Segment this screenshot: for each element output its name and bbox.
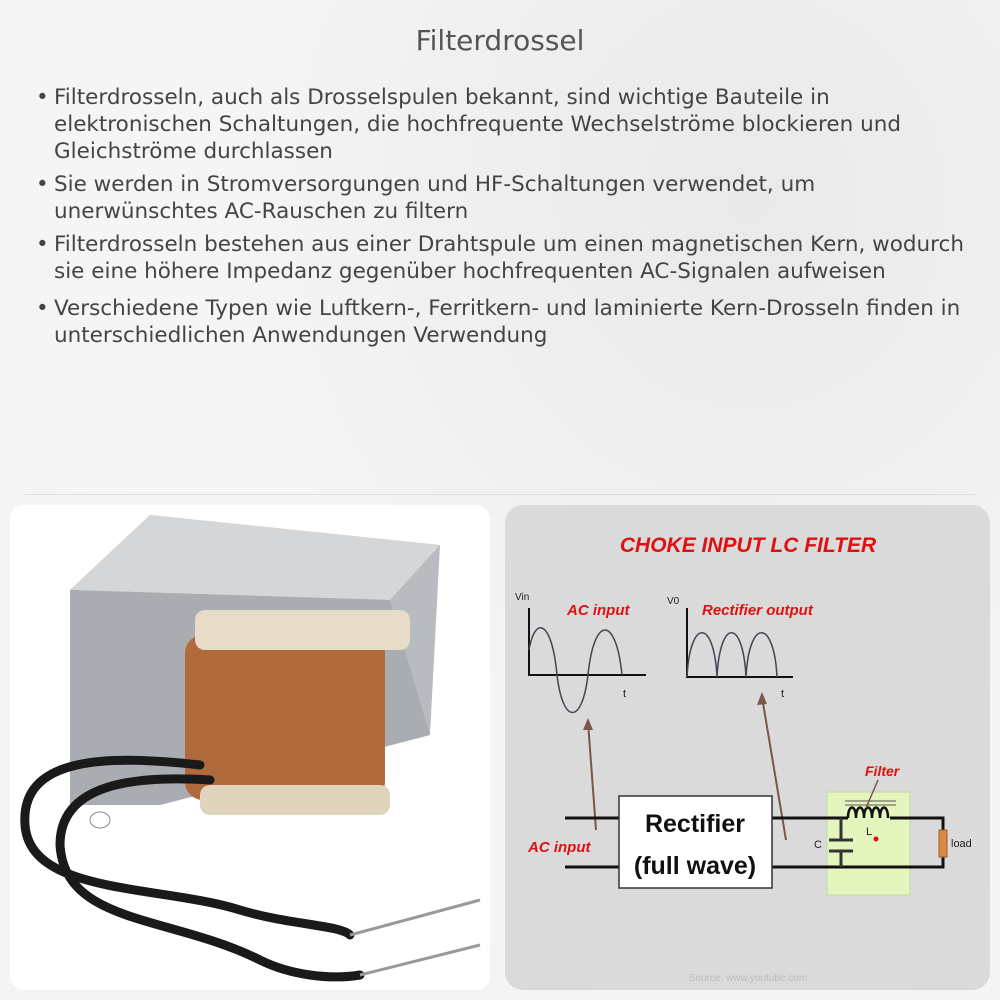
bullet-item: Sie werden in Stromversorgungen und HF-S… [30,171,980,225]
c-label: C [814,839,822,851]
vin-label: Vin [515,592,529,603]
coil-bobbin [195,610,410,650]
coil-bobbin-bottom [200,785,390,815]
rectified-wave [686,632,778,678]
arrowhead [583,718,593,730]
filter-box [826,791,911,896]
capacitor [829,818,853,867]
t-label: t [781,688,784,700]
copper-coil [185,635,385,800]
wire [55,774,365,982]
metal-frame-top [70,515,440,600]
diagram-title: CHOKE INPUT LC FILTER [620,534,877,557]
l-label: L [866,826,872,838]
page-title: Filterdrossel [415,24,585,57]
rectifier-box [618,795,773,889]
circuit-wires-over [772,816,943,869]
source-caption: Source: www.youtube.com [689,973,807,984]
arrowhead [757,692,767,705]
bullet-list: Filterdrosseln, auch als Drosselspulen b… [30,84,980,355]
lc-filter-diagram: CHOKE INPUT LC FILTER Vin AC input t V0 … [505,505,990,990]
mounting-hole [89,811,111,829]
choke-photo [10,505,490,990]
inductor-core [845,800,896,806]
ac-axes [528,608,646,676]
l-dot [873,836,879,842]
arrow [865,779,879,809]
ac-input-graph-label: AC input [566,602,630,619]
bullet-item: Filterdrosseln, auch als Drosselspulen b… [30,84,980,165]
load-resistor [938,829,948,858]
bullet-item: Verschiedene Typen wie Luftkern-, Ferrit… [30,295,980,349]
bullet-item: Filterdrosseln bestehen aus einer Drahts… [30,231,980,285]
diagram-bg [505,505,990,990]
arrow [587,721,597,831]
rectifier-sub-label: (full wave) [634,852,756,880]
filter-label: Filter [865,763,901,779]
circuit-wires [565,816,945,869]
arrow [761,696,787,841]
choke-illustration [20,515,481,982]
t-label: t [623,688,626,700]
ac-sine-wave [528,627,623,713]
rectifier-label: Rectifier [645,810,745,838]
wire-ends [349,898,481,977]
load-label: load [951,838,972,850]
ac-input-label: AC input [527,839,591,856]
inductor-coil [846,806,890,819]
divider [25,494,975,495]
rectifier-output-label: Rectifier output [702,602,814,619]
v0-label: V0 [667,596,680,607]
